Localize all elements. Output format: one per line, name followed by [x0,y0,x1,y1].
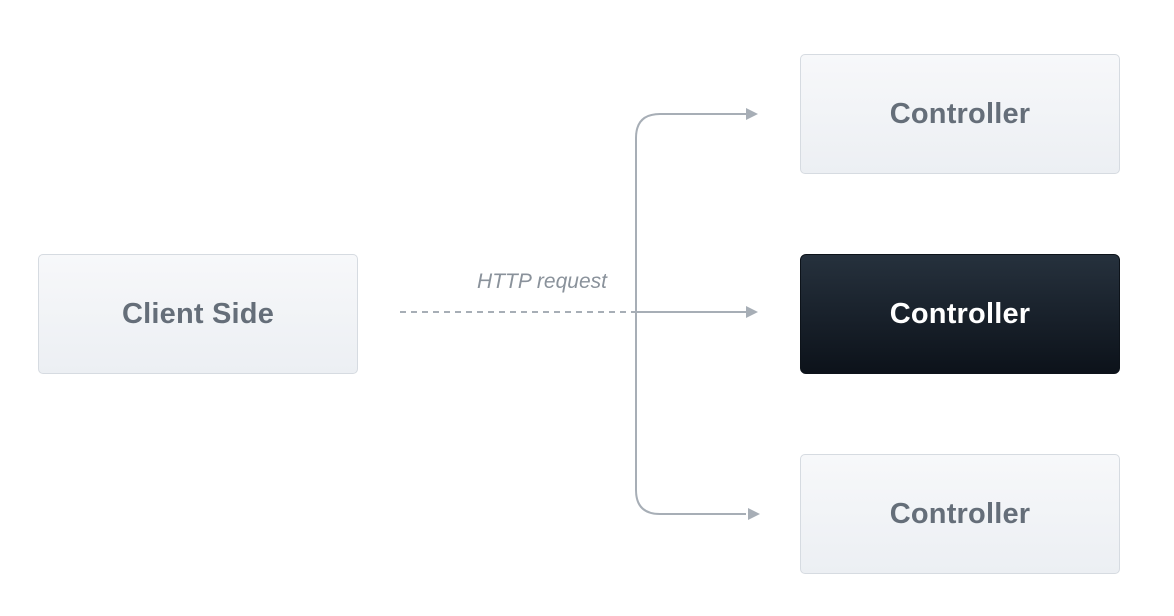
branch-trunk-line [635,113,746,515]
controller-node-bottom: Controller [800,454,1120,574]
arrow-head-middle [746,306,758,318]
http-request-label: HTTP request [477,270,607,293]
client-side-node: Client Side [38,254,358,374]
controller-node-active: Controller [800,254,1120,374]
controller-node-top: Controller [800,54,1120,174]
arrow-head-bottom [748,508,760,520]
arrow-head-top [746,108,758,120]
